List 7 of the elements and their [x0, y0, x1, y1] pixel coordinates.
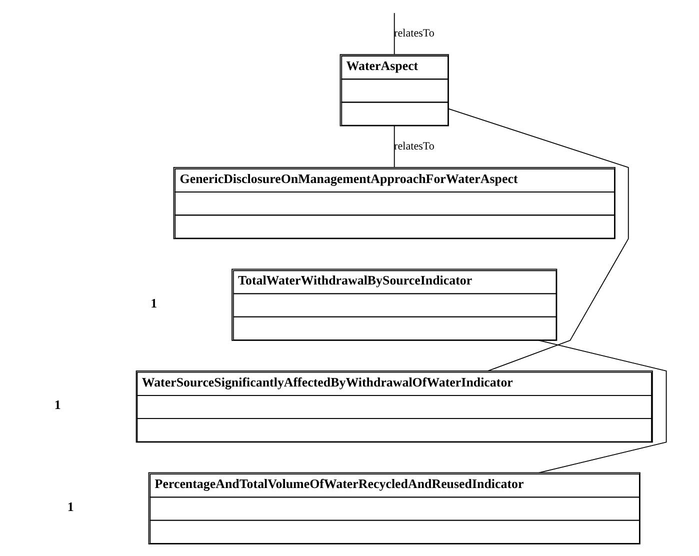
label: 1	[54, 397, 61, 412]
connector	[448, 108, 629, 372]
connector	[538, 340, 667, 474]
label: 1	[150, 295, 158, 310]
connector	[394, 12, 395, 55]
label: 1	[67, 498, 74, 514]
connector	[394, 126, 395, 168]
